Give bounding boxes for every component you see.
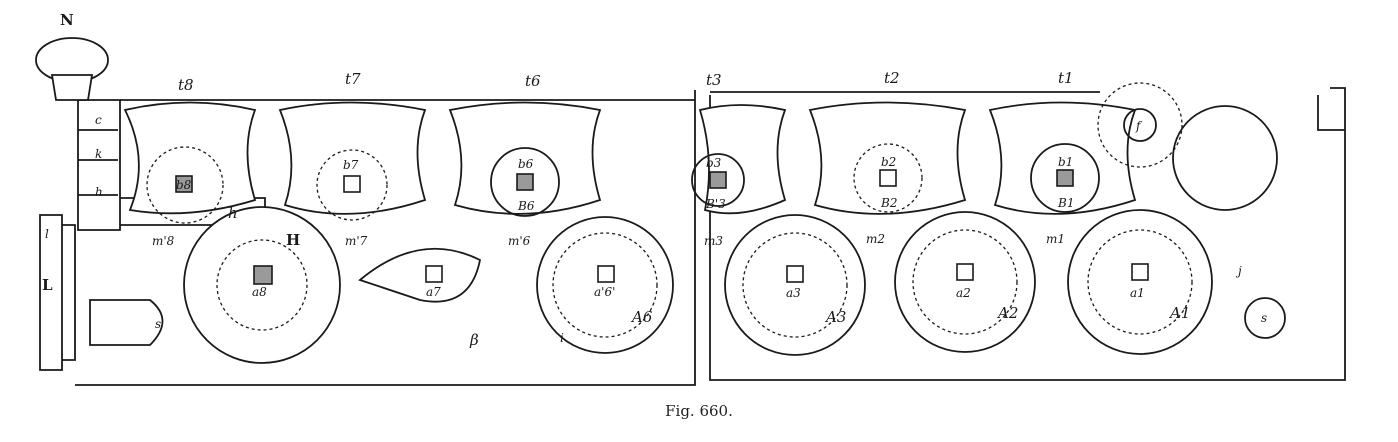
label-m7: m'7 (345, 234, 368, 248)
label-A6: A6 (630, 308, 653, 326)
label-m1: m1 (1046, 232, 1065, 246)
figure-caption: Fig. 660. (665, 402, 733, 420)
label-b1: b1 (1058, 155, 1073, 169)
knob-N (35, 37, 109, 101)
label-a8: a8 (252, 285, 267, 299)
label-h-bar: h (228, 204, 238, 222)
label-a1: a1 (1130, 286, 1145, 300)
label-beta: β (469, 331, 479, 349)
label-a6: a'6' (594, 285, 615, 299)
right-gears (1097, 82, 1278, 211)
label-A3: A3 (824, 308, 846, 326)
label-A1: A1 (1168, 304, 1190, 322)
label-s-right: s (1261, 311, 1267, 325)
right-frame (709, 87, 1346, 381)
label-H: H (286, 231, 300, 249)
label-t1: t1 (1058, 69, 1074, 87)
label-B1: B1 (1057, 196, 1074, 210)
label-a7: a7 (426, 285, 441, 299)
label-L: L (42, 276, 53, 294)
label-k: k (95, 147, 102, 161)
label-j: j (1235, 264, 1242, 278)
label-m8: m'8 (152, 234, 175, 248)
label-B2: B2 (880, 196, 897, 210)
mechanism-diagram: N t8 t7 t6 t3 t2 t1 b8 b7 b6 b3 b2 b1 B6… (35, 11, 1346, 386)
label-b7: b7 (343, 158, 359, 172)
label-m2: m2 (866, 232, 885, 246)
label-m6: m'6 (508, 234, 531, 248)
rollers (89, 297, 1286, 346)
label-B6: B6 (517, 199, 535, 213)
label-t8: t8 (178, 76, 194, 94)
label-a2: a2 (956, 286, 971, 300)
label-t2: t2 (884, 69, 900, 87)
label-s-left: s (155, 317, 161, 331)
label-f: f (1135, 119, 1143, 133)
label-t7: t7 (345, 70, 361, 88)
upper-plates (123, 101, 1137, 215)
label-b6: b6 (518, 157, 534, 171)
labels: N t8 t7 t6 t3 t2 t1 b8 b7 b6 b3 b2 b1 B6… (42, 11, 1267, 349)
small-gears (146, 143, 1100, 224)
large-wheels (183, 206, 1213, 364)
label-m3: m3 (704, 234, 723, 248)
label-t3: t3 (706, 71, 722, 89)
label-b3: b3 (706, 156, 722, 170)
label-b2: b2 (881, 155, 896, 169)
label-l: l (45, 227, 49, 241)
label-b8: b8 (176, 178, 192, 192)
label-c: c (95, 113, 102, 127)
label-A2: A2 (996, 304, 1018, 322)
label-a3: a3 (786, 286, 801, 300)
label-h-left: h (95, 185, 103, 199)
label-B3: B'3 (705, 197, 726, 211)
label-N: N (60, 11, 74, 29)
label-i: i (560, 331, 564, 345)
label-t6: t6 (525, 72, 541, 90)
